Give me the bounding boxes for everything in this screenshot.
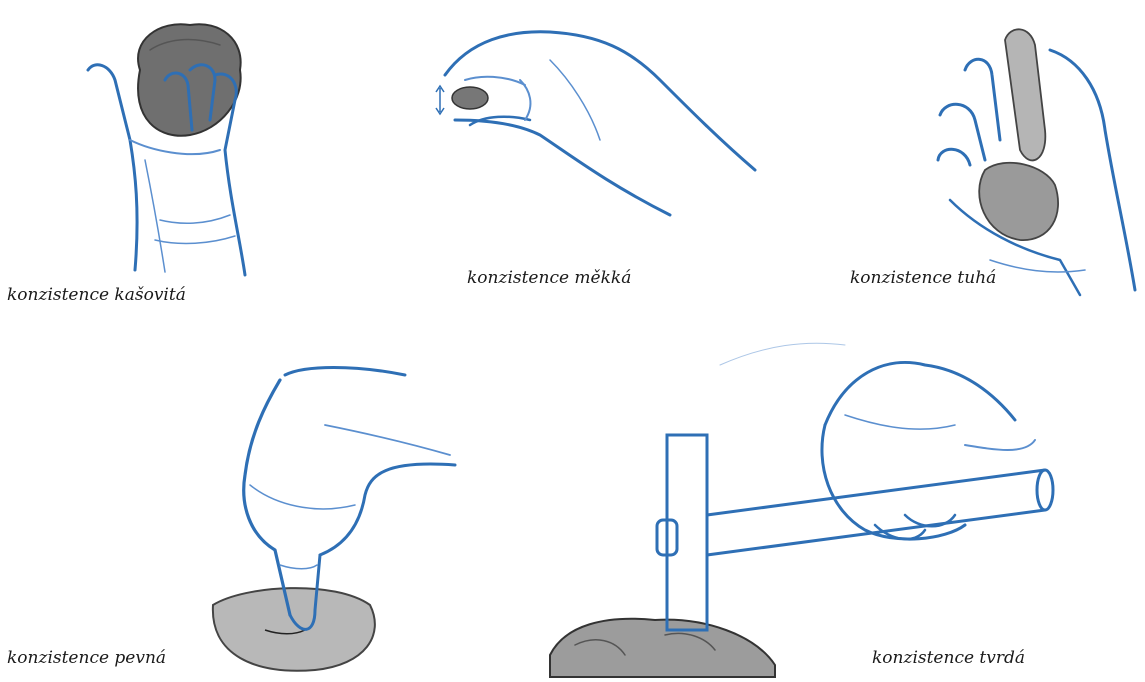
hand-squeezing-mush-drawing bbox=[70, 10, 290, 280]
illustration-pevna bbox=[205, 365, 465, 677]
illustration-tuha bbox=[930, 20, 1140, 298]
caption-tuha: konzistence tuhá bbox=[850, 268, 996, 288]
hand-hammer-rock-drawing bbox=[545, 325, 1100, 680]
illustration-tvrda bbox=[545, 325, 1100, 680]
caption-kasovita: konzistence kašovitá bbox=[7, 285, 186, 305]
finger-pressing-disc-drawing bbox=[205, 365, 465, 677]
caption-tvrda: konzistence tvrdá bbox=[872, 648, 1025, 668]
illustration-kasovita bbox=[70, 10, 290, 280]
illustration-mekka bbox=[430, 20, 770, 220]
caption-pevna: konzistence pevná bbox=[7, 648, 166, 668]
hand-pressing-pellet-drawing bbox=[430, 20, 770, 220]
hand-thumb-pressing-drawing bbox=[930, 20, 1140, 298]
caption-mekka: konzistence měkká bbox=[467, 268, 631, 288]
